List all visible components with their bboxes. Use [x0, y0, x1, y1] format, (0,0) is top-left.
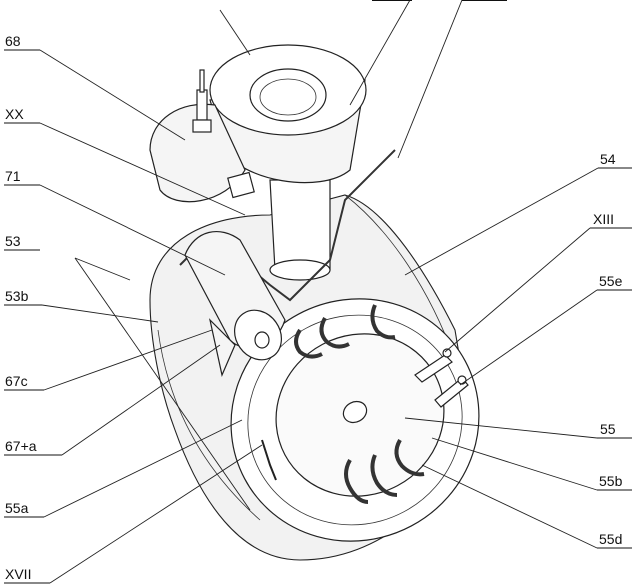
label-54: 54 [600, 151, 616, 167]
labels: 68 XX 71 53 53b 67c 67+a 55a XVII 54 XII… [5, 33, 623, 582]
label-55e: 55e [599, 273, 623, 289]
device-illustration [149, 44, 480, 561]
latch-55e [414, 348, 469, 408]
label-55d: 55d [599, 531, 622, 547]
front-ring-55a [230, 298, 480, 542]
label-68: 68 [5, 33, 21, 49]
leader-lines [4, 0, 632, 584]
label-67a: 67+a [5, 438, 37, 454]
clips-55d [294, 304, 425, 504]
motor-71 [184, 231, 286, 361]
label-55a: 55a [5, 500, 29, 516]
center-hub-55 [342, 400, 368, 424]
label-67c: 67c [5, 373, 28, 389]
label-71: 71 [5, 168, 21, 184]
label-55b: 55b [599, 473, 623, 489]
label-xx: XX [5, 106, 24, 122]
label-53: 53 [5, 233, 21, 249]
label-53b: 53b [5, 288, 29, 304]
label-55: 55 [600, 421, 616, 437]
column [269, 179, 331, 281]
label-xiii: XIII [593, 211, 614, 227]
top-cap [209, 44, 367, 184]
label-xvii: XVII [5, 566, 31, 582]
